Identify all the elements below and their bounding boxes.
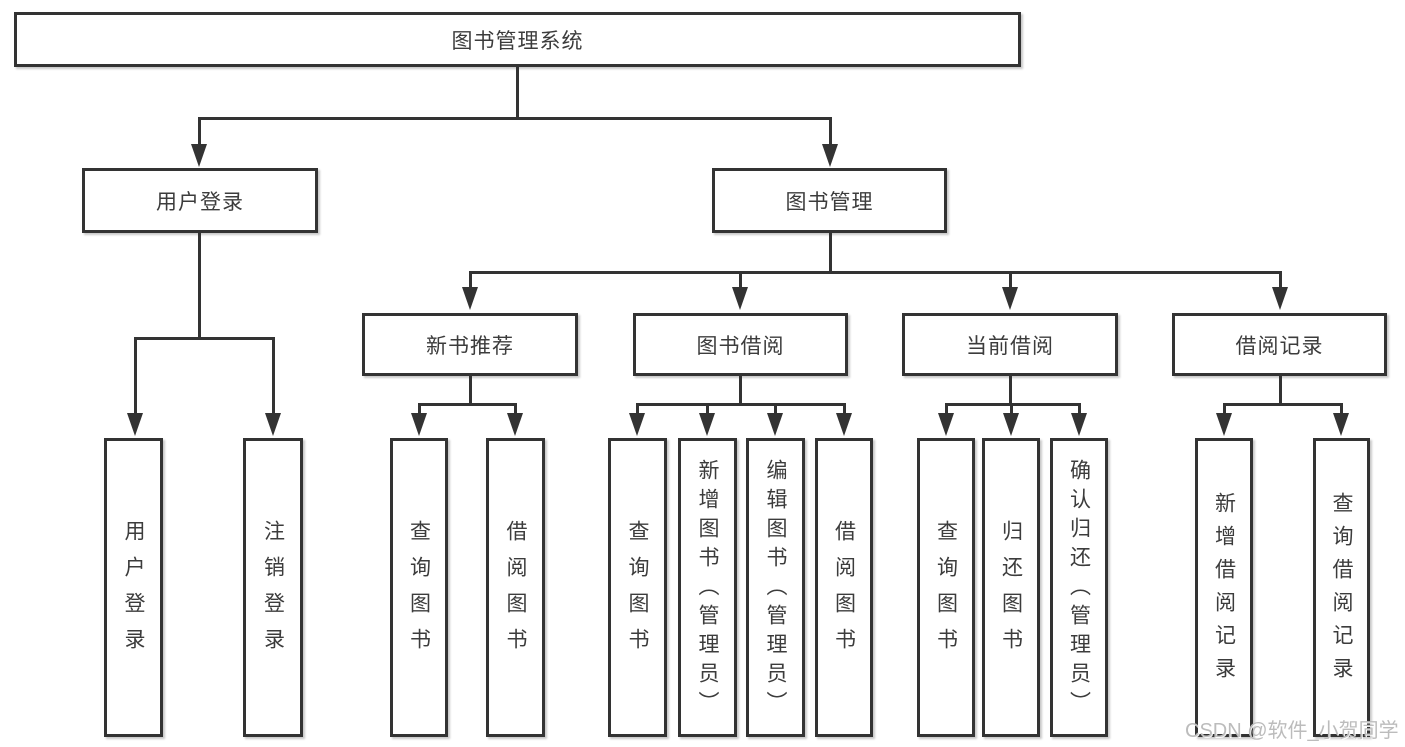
leaf-label: 用户登录 [122,519,145,664]
node-book-management: 图书管理 [712,168,947,233]
arrowhead-down [462,287,478,310]
arrowhead-down [411,413,427,436]
leaf-query-books-current: 查询图书 [917,438,975,737]
csdn-watermark: CSDN @软件_小贺同学 [1185,720,1399,742]
leaf-borrow-books: 借阅图书 [815,438,873,737]
connector-line [1223,403,1343,406]
connector-line [516,67,519,117]
arrowhead-down [127,413,143,436]
connector-line [1223,403,1226,417]
connector-line [198,233,201,337]
leaf-label: 注销登录 [261,519,285,664]
leaf-add-borrow-record: 新增借阅记录 [1195,438,1253,737]
connector-line [1279,271,1282,291]
connector-line [774,403,777,417]
arrowhead-down [699,413,715,436]
node-current-borrowing: 当前借阅 [902,313,1118,376]
leaf-confirm-return-admin: 确认归还（管理员） [1050,438,1108,737]
arrowhead-down [1333,413,1349,436]
leaf-borrow-books-recommend: 借阅图书 [486,438,545,737]
connector-line [514,403,517,417]
connector-line [272,337,275,417]
arrowhead-down [767,413,783,436]
leaf-query-books-recommend: 查询图书 [390,438,448,737]
arrowhead-down [191,144,207,167]
leaf-query-borrow-record: 查询借阅记录 [1313,438,1370,737]
node-book-borrowing: 图书借阅 [633,313,848,376]
connector-line [706,403,709,417]
arrowhead-down [1071,413,1087,436]
connector-line [829,233,832,271]
leaf-label: 查询图书 [407,519,431,664]
node-user-login: 用户登录 [82,168,318,233]
connector-line [469,376,472,403]
leaf-label: 借阅图书 [832,519,856,664]
connector-line [636,403,846,406]
node-new-book-recommend: 新书推荐 [362,313,578,376]
connector-line [1009,271,1012,291]
arrowhead-down [836,413,852,436]
leaf-logout: 注销登录 [243,438,303,737]
connector-line [418,403,421,417]
arrowhead-down [629,413,645,436]
arrowhead-down [265,413,281,436]
leaf-label: 查询借阅记录 [1330,491,1353,690]
connector-line [1340,403,1343,417]
connector-line [739,376,742,403]
connector-line [1009,376,1012,403]
connector-line [1078,403,1081,417]
arrowhead-down [938,413,954,436]
leaf-user-login: 用户登录 [104,438,163,737]
arrowhead-down [1216,413,1232,436]
node-library-system: 图书管理系统 [14,12,1021,67]
leaf-query-books-borrowing: 查询图书 [608,438,667,737]
arrowhead-down [1002,287,1018,310]
leaf-return-books: 归还图书 [982,438,1040,737]
connector-line [1010,403,1013,417]
leaf-label: 确认归还（管理员） [1067,459,1091,720]
connector-line [945,403,1081,406]
leaf-label: 归还图书 [999,519,1023,664]
connector-line [418,403,517,406]
connector-line [843,403,846,417]
arrowhead-down [507,413,523,436]
connector-line [469,271,1282,274]
connector-line [945,403,948,417]
node-borrowing-records: 借阅记录 [1172,313,1387,376]
leaf-label: 借阅图书 [504,519,527,664]
connector-line [134,337,137,417]
leaf-label: 编辑图书（管理员） [764,459,787,720]
arrowhead-down [1003,413,1019,436]
connector-line [829,117,832,147]
leaf-label: 新增图书（管理员） [696,459,719,720]
connector-line [469,271,472,291]
connector-line [198,117,831,120]
connector-line [739,271,742,291]
connector-line [198,117,201,147]
leaf-label: 新增借阅记录 [1212,491,1236,690]
connector-line [636,403,639,417]
connector-line [1279,376,1282,403]
connector-line [134,337,275,340]
leaf-edit-books-admin: 编辑图书（管理员） [746,438,805,737]
arrowhead-down [822,144,838,167]
leaf-add-books-admin: 新增图书（管理员） [678,438,737,737]
leaf-label: 查询图书 [934,519,958,664]
arrowhead-down [1272,287,1288,310]
arrowhead-down [732,287,748,310]
leaf-label: 查询图书 [626,519,649,664]
